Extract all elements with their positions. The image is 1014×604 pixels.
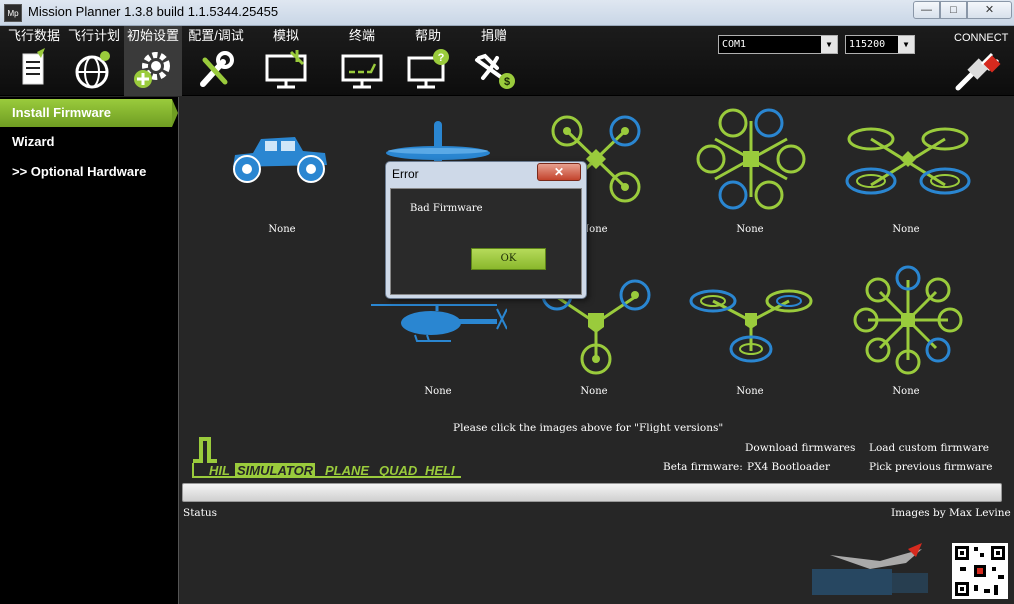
- toolbar-label: 捐赠: [480, 28, 507, 43]
- baud-select[interactable]: 115200 ▼: [845, 35, 915, 54]
- pick-previous-firmware-link[interactable]: Pick previous firmware: [869, 461, 993, 473]
- toolbar-label: 初始设置: [126, 28, 179, 43]
- maximize-button[interactable]: □: [940, 1, 967, 19]
- sidebar-item-optional-hardware[interactable]: >> Optional Hardware: [12, 164, 147, 179]
- terminal-icon: [341, 54, 383, 89]
- quad-version: None: [580, 224, 608, 235]
- hexa-image[interactable]: [693, 107, 809, 211]
- image-credit: Images by Max Levine: [891, 507, 1011, 519]
- hil-simulator-icon: [192, 437, 461, 478]
- toolbar-donate[interactable]: 捐赠 $: [466, 26, 522, 96]
- svg-text:$: $: [504, 76, 510, 88]
- help-icon: ?: [407, 49, 449, 89]
- connect-plug-icon[interactable]: [952, 48, 1006, 92]
- toolbar-label: 配置/调试: [188, 28, 244, 43]
- simulation-icon: [265, 50, 307, 89]
- hil-plane-button[interactable]: PLANE: [325, 463, 370, 478]
- chevron-down-icon[interactable]: ▼: [821, 36, 837, 53]
- config-tuning-icon: [200, 51, 234, 87]
- rover-image[interactable]: [225, 125, 335, 187]
- rover-version: None: [268, 224, 296, 235]
- initial-setup-icon: [134, 52, 170, 88]
- hexa-version: None: [736, 224, 764, 235]
- install-firmware-panel: None None None: [178, 97, 1014, 604]
- donate-icon: $: [475, 53, 515, 89]
- y6-image[interactable]: [689, 285, 813, 365]
- octa-quad-version: None: [892, 224, 920, 235]
- connect-label: CONNECT: [954, 32, 1009, 44]
- chevron-down-icon[interactable]: ▼: [898, 36, 914, 53]
- toolbar-label: 模拟: [272, 28, 299, 43]
- toolbar-config-tuning[interactable]: 配置/调试: [188, 26, 244, 96]
- dialog-title: Error: [392, 167, 419, 181]
- watermark-logo: [812, 543, 928, 595]
- status-label: Status: [183, 507, 218, 519]
- svg-text:?: ?: [438, 52, 445, 64]
- heli-version: None: [424, 386, 452, 397]
- window-title: Mission Planner 1.3.8 build 1.1.5344.254…: [28, 4, 279, 19]
- toolbar-help[interactable]: 帮助 ?: [400, 26, 456, 96]
- octa-image[interactable]: [853, 265, 963, 375]
- toolbar-terminal[interactable]: 终端: [334, 26, 390, 96]
- instruction-text: Please click the images above for "Fligh…: [453, 422, 724, 434]
- main-toolbar: 飞行数据 飞行计划 初始设置: [0, 26, 1014, 96]
- toolbar-flight-plan[interactable]: 飞行计划: [66, 26, 122, 96]
- error-dialog: Error ✕ Bad Firmware OK: [385, 161, 587, 299]
- flight-data-icon: [22, 48, 45, 85]
- toolbar-label: 终端: [348, 28, 375, 43]
- hil-simulator-button[interactable]: SIMULATOR: [235, 463, 316, 478]
- title-bar: Mp Mission Planner 1.3.8 build 1.1.5344.…: [0, 0, 1014, 26]
- load-custom-firmware-link[interactable]: Load custom firmware: [869, 442, 989, 454]
- port-select[interactable]: COM1 ▼: [718, 35, 838, 54]
- flight-plan-icon: [75, 51, 110, 89]
- toolbar-initial-setup[interactable]: 初始设置: [124, 26, 182, 96]
- sidebar-item-install-firmware[interactable]: Install Firmware: [0, 99, 178, 127]
- toolbar-simulation[interactable]: 模拟: [256, 26, 316, 96]
- app-icon: Mp: [4, 4, 22, 22]
- setup-sidebar: Install Firmware Wizard >> Optional Hard…: [0, 97, 178, 604]
- ok-button[interactable]: OK: [471, 248, 546, 270]
- dialog-message: Bad Firmware: [410, 203, 483, 214]
- minimize-button[interactable]: —: [913, 1, 940, 19]
- firmware-progress-bar: [182, 483, 1002, 502]
- hil-quad-button[interactable]: QUAD: [379, 463, 418, 478]
- octa-quad-image[interactable]: [845, 119, 971, 203]
- y6-version: None: [736, 386, 764, 397]
- close-window-button[interactable]: ✕: [967, 1, 1012, 19]
- sidebar-item-wizard[interactable]: Wizard: [12, 134, 55, 149]
- dialog-body: Bad Firmware OK: [390, 188, 582, 295]
- toolbar-label: 帮助: [414, 28, 441, 43]
- octa-version: None: [892, 386, 920, 397]
- tri-version: None: [580, 386, 608, 397]
- toolbar-label: 飞行数据: [7, 28, 60, 43]
- hil-heli-button[interactable]: HELI: [425, 463, 455, 478]
- baud-value: 115200: [849, 39, 886, 50]
- dialog-close-button[interactable]: ✕: [537, 163, 581, 181]
- hil-tag[interactable]: HIL: [209, 463, 230, 478]
- qr-code: [952, 543, 1008, 599]
- beta-firmware-link[interactable]: Beta firmware:: [663, 461, 743, 473]
- download-firmwares-link[interactable]: Download firmwares: [745, 442, 856, 454]
- port-value: COM1: [722, 39, 747, 50]
- toolbar-flight-data[interactable]: 飞行数据: [6, 26, 62, 96]
- toolbar-label: 飞行计划: [67, 28, 120, 43]
- px4-bootloader-link[interactable]: PX4 Bootloader: [747, 461, 831, 473]
- heli-image[interactable]: [371, 297, 507, 347]
